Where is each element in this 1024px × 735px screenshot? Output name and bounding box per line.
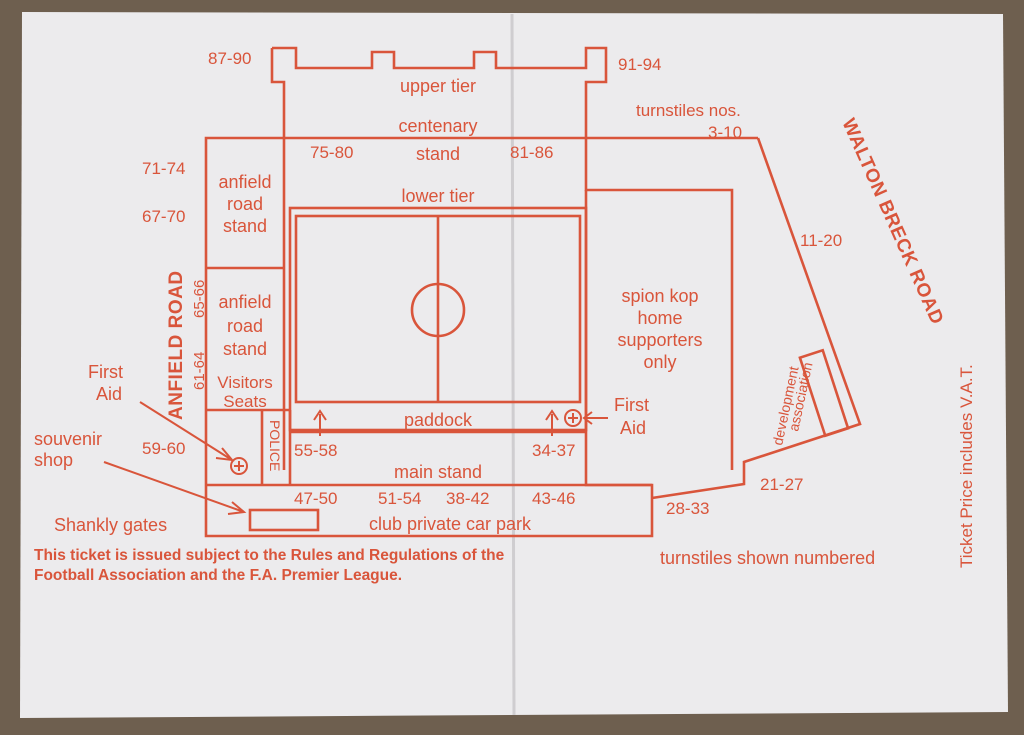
souvenir-line-2: shop: [34, 450, 73, 470]
turnstile-28-33: 28-33: [666, 499, 709, 518]
anfield-road-stand-1-line-1: anfield: [218, 172, 271, 192]
upper-tier-label: upper tier: [400, 76, 476, 96]
turnstile-34-37: 34-37: [532, 441, 575, 460]
paddock-label: paddock: [404, 410, 473, 430]
turnstile-81-86: 81-86: [510, 143, 553, 162]
vat-note: Ticket Price includes V.A.T.: [957, 364, 976, 568]
first-aid-right-line-1: First: [614, 395, 649, 415]
first-aid-right-line-2: Aid: [620, 418, 646, 438]
turnstile-71-74: 71-74: [142, 159, 185, 178]
spion-kop-line-1: spion kop: [621, 286, 698, 306]
turnstile-47-50: 47-50: [294, 489, 337, 508]
visitors-seats-line-2: Seats: [223, 392, 266, 411]
turnstile-43-46: 43-46: [532, 489, 575, 508]
terms-line-1: This ticket is issued subject to the Rul…: [34, 547, 505, 564]
car-park-outline: [204, 485, 654, 538]
spion-kop-line-4: only: [643, 352, 676, 372]
main-stand-label: main stand: [394, 462, 482, 482]
turnstile-55-58: 55-58: [294, 441, 337, 460]
centenary-stand-label: stand: [416, 144, 460, 164]
car-park-label: club private car park: [369, 514, 532, 534]
turnstile-21-27: 21-27: [760, 475, 803, 494]
anfield-road-stand-2-line-2: road: [227, 316, 263, 336]
center-fold: [510, 13, 516, 716]
turnstile-11-20: 11-20: [800, 231, 842, 250]
centenary-stand-left: [204, 48, 286, 485]
centenary-label: centenary: [398, 116, 477, 136]
anfield-road-label: ANFIELD ROAD: [166, 270, 187, 420]
first-aid-left-pointer: [139, 401, 233, 461]
walton-breck-boundary: [651, 137, 862, 500]
souvenir-pointer-head: [227, 501, 247, 515]
turnstile-59-60: 59-60: [142, 439, 185, 458]
turnstile-61-64: 61-64: [191, 352, 208, 390]
souvenir-line-1: souvenir: [34, 429, 102, 449]
first-aid-left-pointer-head: [215, 447, 235, 462]
anfield-road-stand-1-line-2: road: [227, 194, 263, 214]
arrow-34-37: [545, 409, 559, 436]
shankly-gates-label: Shankly gates: [54, 515, 167, 535]
turnstile-75-80: 75-80: [310, 143, 353, 162]
turnstile-3-10: 3-10: [708, 123, 742, 142]
terms-line-2: Football Association and the F.A. Premie…: [34, 567, 402, 584]
turnstiles-heading: turnstiles nos.: [636, 101, 741, 120]
arrow-55-58: [313, 409, 327, 436]
police-label: POLICE: [267, 420, 283, 471]
turnstiles-note: turnstiles shown numbered: [660, 548, 875, 568]
lower-tier-label: lower tier: [401, 186, 474, 206]
souvenir-shop-box: [248, 508, 320, 532]
spion-kop-line-3: supporters: [617, 330, 702, 350]
development-association-box: [798, 348, 850, 438]
centre-circle: [410, 282, 466, 338]
turnstile-67-70: 67-70: [142, 207, 185, 226]
souvenir-pointer: [103, 461, 245, 513]
first-aid-right-pointer-head: [582, 411, 593, 425]
spion-kop-line-2: home: [637, 308, 682, 328]
turnstile-65-66: 65-66: [191, 280, 208, 318]
anfield-road-stand-1-line-3: stand: [223, 216, 267, 236]
anfield-road-stand-2-line-3: stand: [223, 339, 267, 359]
first-aid-left-line-2: Aid: [96, 384, 122, 404]
first-aid-cross-right: [564, 409, 582, 427]
turnstile-38-42: 38-42: [446, 489, 489, 508]
centenary-upper-tier-outline: [272, 46, 734, 205]
turnstile-87-90: 87-90: [208, 49, 251, 68]
visitors-seats-line-1: Visitors: [217, 373, 272, 392]
turnstile-91-94: 91-94: [618, 55, 661, 74]
first-aid-left-line-1: First: [88, 362, 123, 382]
first-aid-cross-left: [230, 457, 248, 475]
turnstile-51-54: 51-54: [378, 489, 421, 508]
anfield-road-stand-2-line-1: anfield: [218, 292, 271, 312]
